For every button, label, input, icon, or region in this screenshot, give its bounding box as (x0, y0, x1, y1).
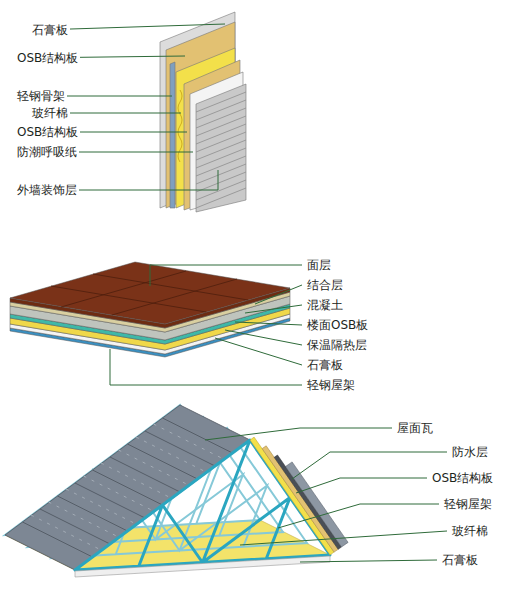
layer-label: 轻钢屋架 (305, 378, 357, 392)
layer-label: 石膏板 (305, 358, 345, 372)
layer-label: 轻钢骨架 (15, 89, 67, 103)
leader-line (245, 305, 302, 313)
leader-line (110, 349, 302, 385)
layer-label: 屋面瓦 (395, 421, 435, 435)
layer-label: 外墙装饰层 (15, 183, 79, 197)
layer-label: 结合层 (305, 278, 345, 292)
cladding-boards (196, 92, 246, 208)
steel-stud (170, 62, 175, 208)
leader-line (292, 452, 447, 479)
layer-label: 楼面OSB板 (305, 318, 370, 332)
waterproof-layer (274, 455, 341, 549)
leader-line (150, 265, 302, 286)
truss (75, 440, 330, 570)
roof-tile-edge (286, 462, 349, 547)
layer-label: 混凝土 (305, 298, 345, 312)
leader-line (240, 531, 447, 545)
layer-label: 保温隔热层 (305, 338, 369, 352)
roof-section (5, 405, 348, 577)
leader-line (205, 428, 392, 440)
roof-tiles (23, 418, 233, 557)
leader-line (300, 560, 437, 562)
layer-label: OSB结构板 (430, 471, 495, 485)
layer-label: 面层 (305, 258, 333, 272)
leader-line (278, 504, 439, 528)
layer-label: 防潮呼吸纸 (15, 145, 79, 159)
layer-label: 玻纤棉 (30, 106, 70, 120)
layer-label: 石膏板 (440, 553, 480, 567)
layer-label: OSB结构板 (15, 51, 80, 65)
glass-wool-texture (178, 90, 182, 162)
leader-line (215, 338, 302, 365)
layer-label: OSB结构板 (15, 125, 80, 139)
osb-board (262, 446, 338, 552)
wall-section (160, 12, 246, 212)
cladding (196, 84, 246, 212)
leader-lines (205, 428, 447, 562)
gypsum-board (75, 556, 330, 577)
layer-label: 防水层 (450, 445, 490, 459)
leader-line (296, 478, 427, 493)
leader-line (235, 322, 302, 325)
layer-label: 石膏板 (30, 23, 70, 37)
leader-line (225, 330, 302, 345)
leader-lines (25, 24, 225, 190)
layer-label: 轻钢屋架 (442, 497, 494, 511)
leader-lines (110, 265, 302, 385)
layer-label: 玻纤棉 (450, 524, 490, 538)
leader-line (255, 285, 302, 304)
roof-slope (5, 405, 250, 570)
glass-wool (250, 437, 334, 555)
